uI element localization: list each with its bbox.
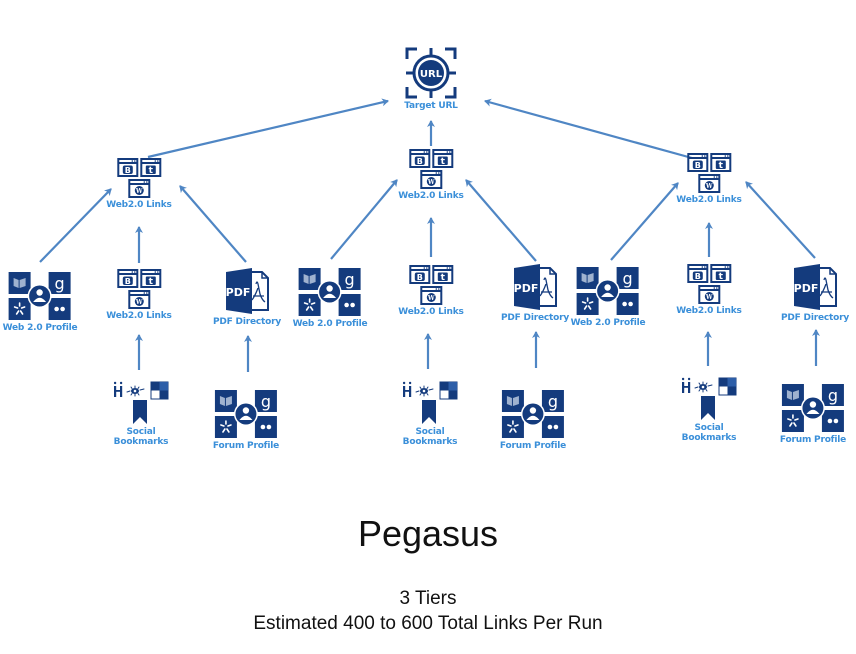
- web20-profile-icon: g: [297, 266, 363, 318]
- target-url-node: URL Target URL: [404, 46, 458, 111]
- tier1-node-web20-links: B t W Web2.0 Links: [676, 152, 742, 205]
- target-url-label: Target URL: [404, 101, 458, 111]
- svg-text:W: W: [705, 294, 713, 301]
- node-label: Web2.0 Links: [398, 307, 464, 317]
- svg-text:B: B: [694, 161, 700, 170]
- svg-text:g: g: [548, 392, 558, 411]
- svg-text:PDF: PDF: [514, 282, 539, 295]
- tier3-node-social-bookmarks: Social Bookmarks: [679, 376, 739, 443]
- svg-text:B: B: [124, 166, 130, 175]
- arrow-t2-7: [610, 182, 679, 261]
- node-label: Social: [415, 427, 445, 437]
- tier3-node-forum-profile: g Forum Profile: [500, 388, 566, 451]
- svg-text:B: B: [124, 277, 130, 286]
- node-label: Web 2.0 Profile: [2, 323, 78, 333]
- arrow-t1c-target: [484, 98, 693, 160]
- node-label: Web 2.0 Profile: [292, 319, 368, 329]
- svg-text:B: B: [416, 273, 422, 282]
- tier2-node-web20-links: B t W Web2.0 Links: [106, 268, 172, 321]
- arrow-t2-3: [179, 185, 247, 263]
- node-label: PDF Directory: [213, 317, 281, 327]
- node-label: Bookmarks: [113, 437, 169, 447]
- social-bookmarks-icon: [400, 380, 460, 426]
- svg-text:W: W: [135, 188, 143, 195]
- node-label: Forum Profile: [779, 435, 847, 445]
- arrow-t2-1: [39, 188, 112, 263]
- forum-profile-icon: g: [213, 388, 279, 440]
- node-label: Web2.0 Links: [106, 311, 172, 321]
- tier2-node-pdf-directory: PDF PDF Directory: [213, 266, 281, 327]
- arrow-t2-9: [745, 181, 816, 259]
- tier3-node-social-bookmarks: Social Bookmarks: [400, 380, 460, 447]
- node-label: Web2.0 Links: [676, 195, 742, 205]
- svg-text:t: t: [718, 161, 723, 171]
- web20-links-icon: B t W: [408, 148, 454, 190]
- node-label: Web2.0 Links: [398, 191, 464, 201]
- svg-text:t: t: [440, 157, 445, 167]
- pdf-directory-icon: PDF: [790, 262, 840, 312]
- svg-text:t: t: [148, 277, 153, 287]
- web20-profile-icon: g: [575, 265, 641, 317]
- tier2-node-pdf-directory: PDF PDF Directory: [501, 262, 569, 323]
- forum-profile-icon: g: [780, 382, 846, 434]
- tier3-node-forum-profile: g Forum Profile: [213, 388, 279, 451]
- web20-links-icon: B t W: [116, 157, 162, 199]
- svg-text:W: W: [705, 183, 713, 190]
- target-url-icon: URL: [404, 46, 458, 100]
- svg-text:t: t: [440, 273, 445, 283]
- tier2-node-web20-profile: g Web 2.0 Profile: [571, 265, 646, 328]
- node-label: Bookmarks: [402, 437, 458, 447]
- node-label: Web2.0 Links: [676, 306, 742, 316]
- forum-profile-icon: g: [500, 388, 566, 440]
- node-label: Social: [126, 427, 156, 437]
- web20-links-icon: B t W: [686, 152, 732, 194]
- svg-text:W: W: [427, 295, 435, 302]
- node-label: PDF Directory: [501, 313, 569, 323]
- tier3-node-social-bookmarks: Social Bookmarks: [111, 380, 171, 447]
- svg-text:g: g: [623, 269, 633, 288]
- tier1-node-web20-links: B t W Web2.0 Links: [398, 148, 464, 201]
- tier2-node-pdf-directory: PDF PDF Directory: [781, 262, 849, 323]
- svg-text:PDF: PDF: [226, 286, 251, 299]
- web20-links-icon: B t W: [116, 268, 162, 310]
- node-label: Social: [694, 423, 724, 433]
- pdf-directory-icon: PDF: [510, 262, 560, 312]
- svg-text:g: g: [345, 270, 355, 289]
- svg-text:g: g: [828, 386, 838, 405]
- node-label: Bookmarks: [681, 433, 737, 443]
- svg-text:t: t: [718, 272, 723, 282]
- arrow-t2-4: [330, 179, 398, 260]
- svg-text:t: t: [148, 166, 153, 176]
- svg-text:W: W: [427, 179, 435, 186]
- pdf-directory-icon: PDF: [222, 266, 272, 316]
- svg-text:PDF: PDF: [794, 282, 819, 295]
- tiers-count: 3 Tiers: [399, 588, 457, 609]
- tier3-node-forum-profile: g Forum Profile: [780, 382, 846, 445]
- svg-text:g: g: [261, 392, 271, 411]
- svg-text:B: B: [694, 272, 700, 281]
- links-estimate: Estimated 400 to 600 Total Links Per Run: [253, 613, 603, 634]
- svg-text:B: B: [416, 157, 422, 166]
- web20-links-icon: B t W: [686, 263, 732, 305]
- social-bookmarks-icon: [679, 376, 739, 422]
- web20-profile-icon: g: [7, 270, 73, 322]
- node-label: Web 2.0 Profile: [570, 318, 646, 328]
- svg-text:URL: URL: [420, 69, 443, 80]
- node-label: Forum Profile: [499, 441, 567, 451]
- arrow-t1a-target: [147, 98, 389, 159]
- tier2-node-web20-profile: g Web 2.0 Profile: [293, 266, 368, 329]
- tier2-node-web20-profile: g Web 2.0 Profile: [3, 270, 78, 333]
- node-label: Web2.0 Links: [106, 200, 172, 210]
- diagram-title: Pegasus: [357, 513, 499, 554]
- social-bookmarks-icon: [111, 380, 171, 426]
- node-label: Forum Profile: [212, 441, 280, 451]
- node-label: PDF Directory: [781, 313, 849, 323]
- svg-text:g: g: [55, 274, 65, 293]
- tier1-node-web20-links: B t W Web2.0 Links: [106, 157, 172, 210]
- arrow-t2-6: [465, 179, 537, 262]
- tier2-node-web20-links: B t W Web2.0 Links: [676, 263, 742, 316]
- svg-text:W: W: [135, 299, 143, 306]
- web20-links-icon: B t W: [408, 264, 454, 306]
- tier2-node-web20-links: B t W Web2.0 Links: [398, 264, 464, 317]
